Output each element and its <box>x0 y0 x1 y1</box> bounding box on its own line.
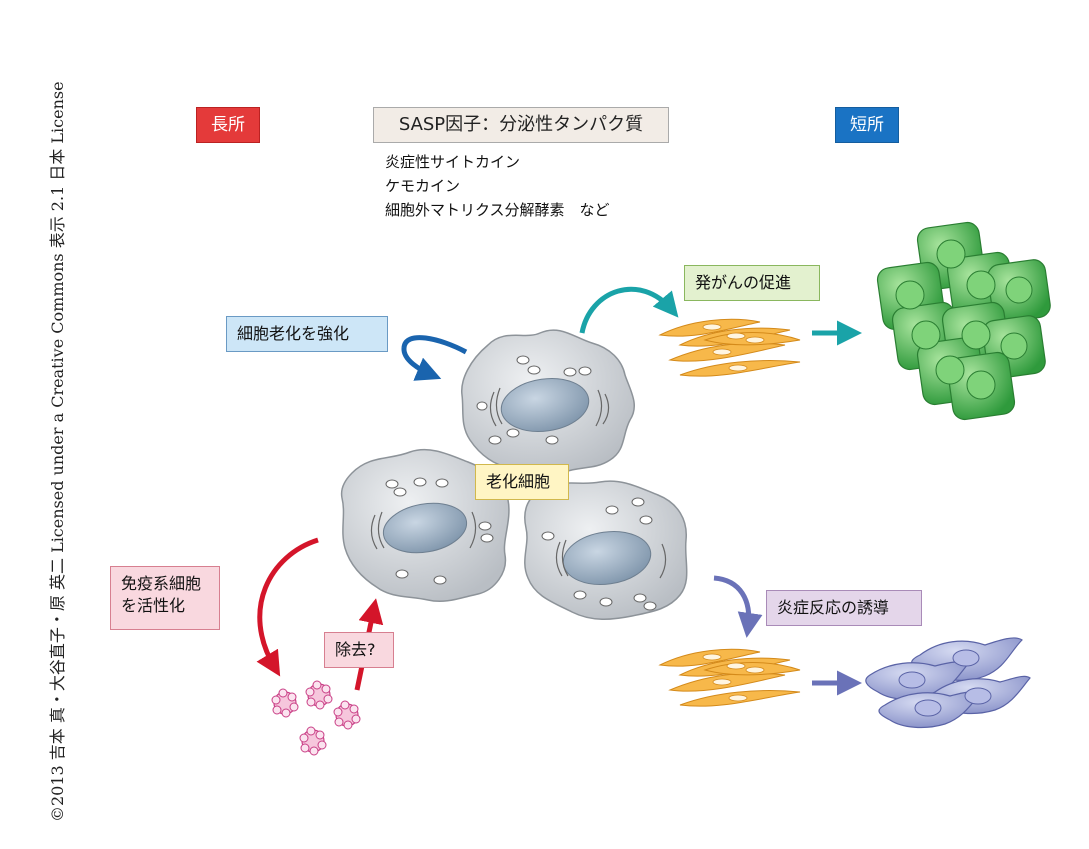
cancer-promotion-label: 発がんの促進 <box>684 265 820 301</box>
advantage-label: 長所 <box>196 107 260 143</box>
senescent-cell-icon <box>524 480 688 620</box>
reinforce-senescence-label: 細胞老化を強化 <box>226 316 388 352</box>
reinforce-arrow <box>401 335 468 381</box>
inflammation-arrow <box>713 575 763 638</box>
immune-activation-label: 免疫系細胞を活性化 <box>110 566 220 630</box>
cancer-arrow <box>579 286 679 334</box>
tumor-cell-icon <box>876 221 1051 421</box>
copyright-notice: ©2013 吉本 真・大谷直子・原 英二 Licensed under a Cr… <box>48 81 67 822</box>
sasp-factor-list: 炎症性サイトカイン ケモカイン 細胞外マトリクス分解酵素 など <box>385 150 610 222</box>
senescent-cell-icon <box>461 329 635 475</box>
sasp-title: SASP因子：分泌性タンパク質 <box>373 107 669 143</box>
disadvantage-label: 短所 <box>835 107 899 143</box>
immune-activation-arrow <box>256 537 319 677</box>
sasp-item: ケモカイン <box>385 177 461 195</box>
senescent-cell-label: 老化細胞 <box>475 464 569 500</box>
removal-label: 除去? <box>324 632 394 668</box>
macrophage-icon <box>865 637 1031 729</box>
inflammation-label: 炎症反応の誘導 <box>766 590 922 626</box>
senescent-cell-icon <box>340 448 510 603</box>
sasp-item: 細胞外マトリクス分解酵素 など <box>385 201 610 219</box>
sasp-item: 炎症性サイトカイン <box>385 153 521 171</box>
